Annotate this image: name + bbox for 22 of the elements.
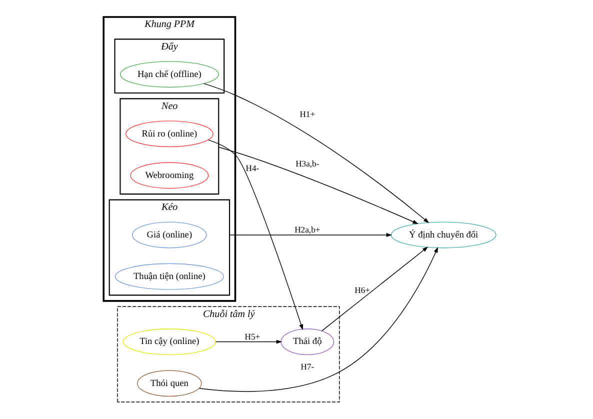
edge-label: H3a,b- [295, 158, 319, 169]
node-ellipse: Giá (online) [132, 222, 206, 248]
edge-label: H4- [245, 162, 259, 173]
node-ellipse: Rủi ro (online) [124, 120, 213, 148]
node-ellipse: Thói quen [136, 370, 202, 397]
edge-label: H2a,b+ [294, 224, 320, 235]
node-ellipse: Thuận tiện (online) [114, 263, 224, 290]
arrow [207, 140, 303, 330]
node-ellipse: Ý định chuyển đổi [390, 222, 496, 248]
edge-label: H6+ [354, 284, 370, 295]
arrow [228, 232, 392, 237]
edge-label: H5+ [244, 331, 260, 342]
node-ellipse: Hạn chế (offline) [120, 61, 218, 88]
node-ellipse: Webrooming [130, 162, 208, 189]
node-ellipse: Thái độ [280, 328, 334, 356]
arrow [214, 340, 282, 344]
edge-label: H7- [300, 361, 314, 372]
arrow [320, 246, 428, 332]
arrow [218, 146, 418, 224]
arrow [198, 246, 438, 392]
edge-label: H1+ [299, 109, 315, 120]
node-ellipse: Tin cậy (online) [122, 328, 216, 356]
